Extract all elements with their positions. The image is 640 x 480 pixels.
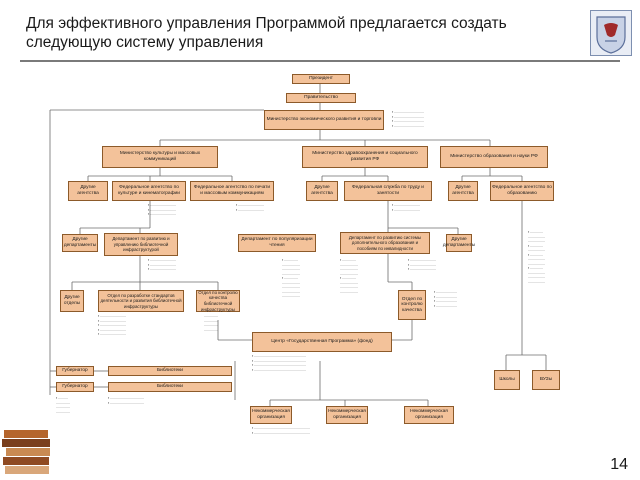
economy-notes: ▪ .............................. ▪ .....… bbox=[392, 110, 425, 128]
center-fund-notes: ▪ ......................................… bbox=[252, 354, 307, 372]
control-dept-notes: .............. .............. ..........… bbox=[204, 314, 218, 332]
title-divider bbox=[20, 60, 620, 62]
other-agencies-box-1: Другие агентства bbox=[68, 181, 108, 201]
president-box: Президент bbox=[292, 74, 350, 84]
universities-box: ВУЗы bbox=[532, 370, 560, 390]
disabled-dept-notes: ▪ .............. .................. ....… bbox=[340, 258, 358, 294]
other-agencies-box-3: Другие агентства bbox=[448, 181, 478, 201]
labor-service-notes: ▪ .......................... ▪ .........… bbox=[392, 203, 421, 212]
dept-quality-box: Отдел по контролю качества bbox=[398, 290, 426, 320]
dept-reading-box: Департамент по популяризации чтения bbox=[238, 234, 316, 252]
ministry-culture-box: Министерство культуры и массовых коммуни… bbox=[102, 146, 218, 168]
schools-box: Школы bbox=[494, 370, 520, 390]
libraries-box-2: Библиотеки bbox=[108, 382, 232, 392]
government-box: Правительство bbox=[286, 93, 356, 103]
fed-agency-press-box: Федеральное агентство по печати и массов… bbox=[190, 181, 274, 201]
fed-service-labor-box: Федеральная служба по труду и занятости bbox=[344, 181, 432, 201]
dept-standards-box: Отдел по разработке стандартов деятельно… bbox=[98, 290, 184, 312]
libraries-box-1: Библиотеки bbox=[108, 366, 232, 376]
center-program-fund-box: Центр «Государственная Программа» (фонд) bbox=[252, 332, 392, 352]
emblem-logo-icon bbox=[590, 10, 632, 56]
nko-box-1: Некоммерческая организация bbox=[250, 406, 292, 424]
nko-box-3: Некоммерческая организация bbox=[404, 406, 454, 424]
other-departments-box-1: Другие департаменты bbox=[62, 234, 98, 252]
nko-notes: ▪ ......................................… bbox=[252, 426, 311, 435]
library-dept-notes: ▪ .......................... ▪ .........… bbox=[148, 258, 177, 271]
dept-disabled-box: Департамент по развитию системы дополнит… bbox=[340, 232, 430, 254]
dept-control-box: Отдел по контролю качества библиотечной … bbox=[196, 290, 240, 312]
governor-notes: ▪ .......... .............. ............… bbox=[56, 396, 70, 414]
fed-agency-education-box: Федеральное агентство по образованию bbox=[490, 181, 554, 201]
books-illustration-icon bbox=[2, 430, 50, 474]
quality-dept-notes: ▪ ..................... ▪ ..............… bbox=[434, 290, 458, 308]
other-departments-box-2: Другие департаменты bbox=[443, 234, 475, 252]
press-agency-notes: ▪ .......................... ▪ .........… bbox=[236, 203, 265, 212]
libraries-notes: ▪ .................................. ▪ .… bbox=[108, 396, 145, 405]
other-departments-box-3: Другие отделы bbox=[60, 290, 84, 312]
ministry-health-box: Министерство здравоохранения и социально… bbox=[302, 146, 428, 168]
ministry-economy-box: Министерство экономического развития и т… bbox=[264, 110, 384, 130]
other-agencies-box-2: Другие агентства bbox=[306, 181, 338, 201]
ministry-education-box: Министерство образования и науки РФ bbox=[440, 146, 548, 168]
page-number: 14 bbox=[610, 456, 628, 473]
fed-agency-culture-box: Федеральное агентство по культуре и кине… bbox=[112, 181, 186, 201]
slide-title: Для эффективного управления Программой п… bbox=[26, 15, 507, 51]
disabled-dept-notes-right: ▪ .......................... ▪ .........… bbox=[408, 258, 437, 271]
dept-library-box: Департамент по развитию и управлению биб… bbox=[104, 233, 178, 256]
nko-box-2: Некоммерческая организация bbox=[326, 406, 368, 424]
education-notes: ▪ ............. ................. ......… bbox=[528, 230, 545, 284]
reading-dept-notes: ▪ .............. .................. ....… bbox=[282, 258, 300, 298]
governor-box-1: Губернатор bbox=[56, 366, 94, 376]
standards-dept-notes: ▪ .......................... ▪ .........… bbox=[98, 314, 127, 336]
culture-agency-notes: ▪ .......................... ▪ .........… bbox=[148, 203, 177, 216]
governor-box-2: Губернатор bbox=[56, 382, 94, 392]
